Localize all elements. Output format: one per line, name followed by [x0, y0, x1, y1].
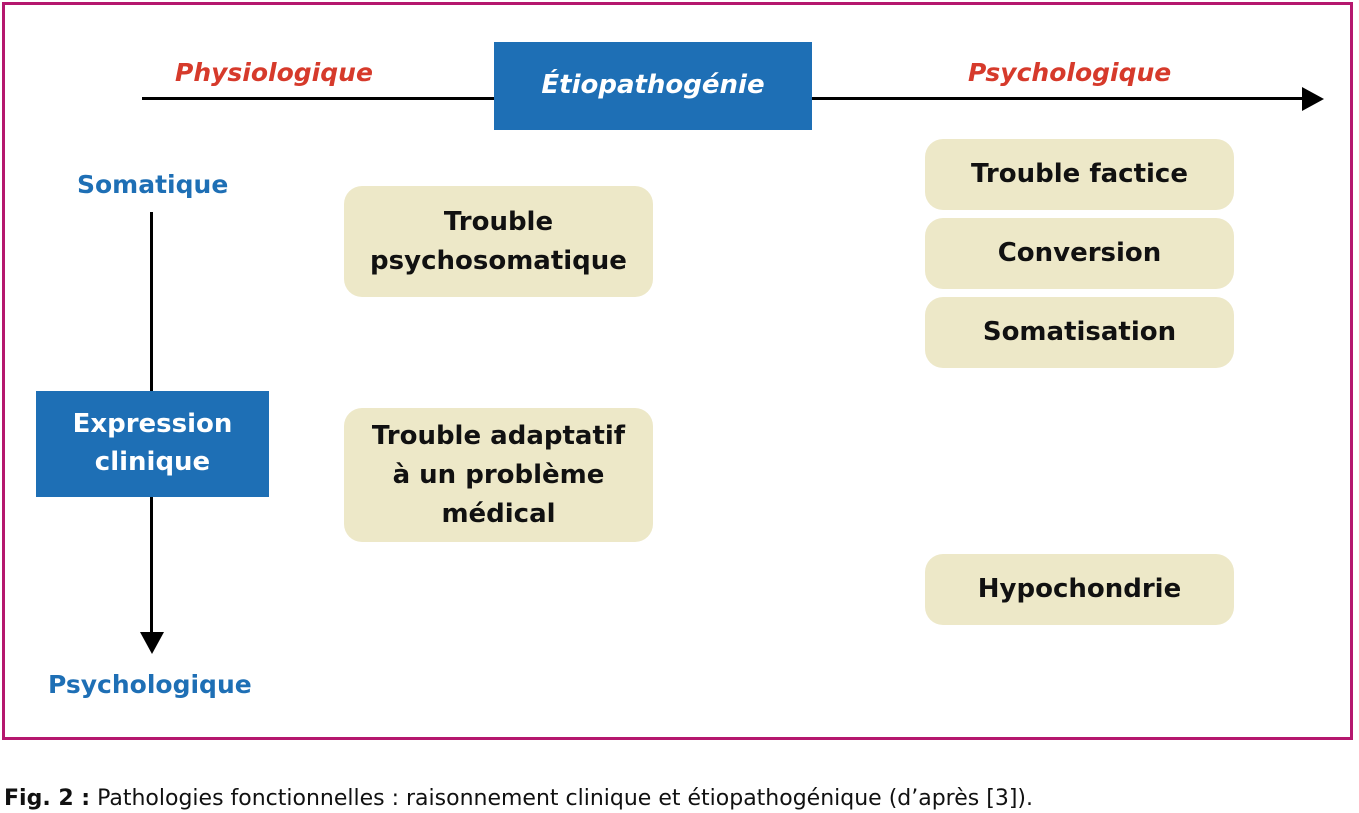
box-trouble-factice: Trouble factice [925, 139, 1234, 210]
diagram-frame [2, 2, 1353, 740]
box-adaptatif-line1: Trouble adaptatif [371, 420, 626, 451]
box-adaptatif-line2: à un problème [392, 459, 605, 490]
caption-fig-label: Fig. 2 : [4, 786, 91, 811]
caption-text: Pathologies fonctionnelles : raisonnemen… [90, 786, 1033, 811]
box-conversion-label: Conversion [997, 238, 1162, 268]
arrow-right-icon [1302, 87, 1324, 111]
box-adaptatif-line3: médical [441, 498, 556, 529]
box-psychosomatique-line2: psychosomatique [370, 245, 627, 276]
box-trouble-psychosomatique: Trouble psychosomatique [344, 186, 653, 297]
box-somatisation-label: Somatisation [982, 317, 1177, 347]
arrow-down-icon [140, 632, 164, 654]
box-somatisation: Somatisation [925, 297, 1234, 368]
axis-label-somatique: Somatique [77, 170, 229, 199]
box-conversion: Conversion [925, 218, 1234, 289]
axis-label-psychologique-bottom: Psychologique [48, 670, 252, 699]
box-hypochondrie-label: Hypochondrie [977, 574, 1182, 604]
expression-clinique-box: Expression clinique [36, 391, 269, 497]
axis-label-physiologique: Physiologique [175, 58, 373, 87]
axis-label-psychologique-top: Psychologique [968, 58, 1172, 87]
etiopathogenie-box: Étiopathogénie [494, 42, 812, 130]
figure-caption: Fig. 2 : Pathologies fonctionnelles : ra… [4, 786, 1033, 811]
etiopathogenie-label: Étiopathogénie [541, 70, 765, 101]
expression-clinique-line1: Expression [72, 409, 233, 440]
box-factice-label: Trouble factice [971, 159, 1188, 189]
box-psychosomatique-line1: Trouble [443, 206, 554, 237]
expression-clinique-line2: clinique [94, 447, 211, 477]
box-hypochondrie: Hypochondrie [925, 554, 1234, 625]
box-trouble-adaptatif: Trouble adaptatif à un problème médical [344, 408, 653, 542]
